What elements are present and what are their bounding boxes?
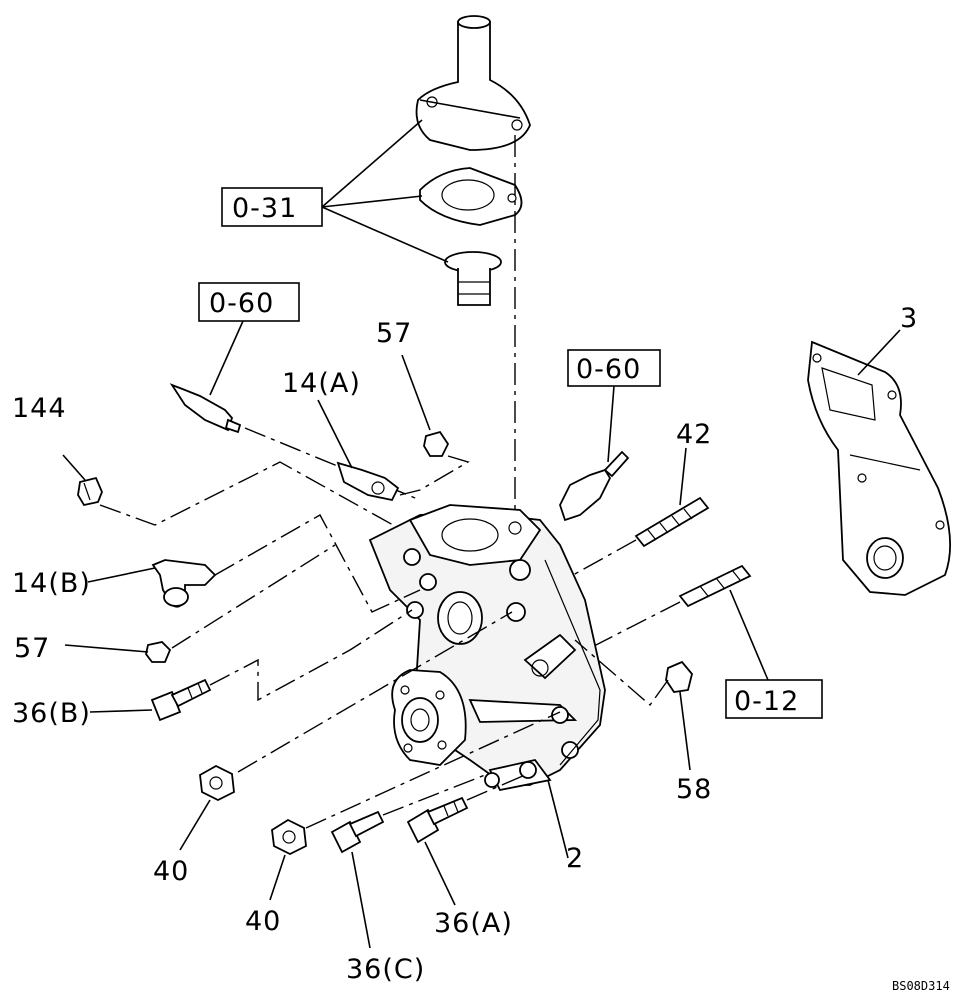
- label-144: 144: [12, 393, 67, 424]
- label-3: 3: [900, 303, 918, 334]
- ref-box-sensor-left: 0-60: [198, 282, 300, 396]
- nut-40-lower: [271, 818, 307, 856]
- label-14b: 14(B): [12, 568, 91, 599]
- bolt-36a: [406, 796, 469, 844]
- plug-58: [665, 660, 693, 693]
- plug-144: [77, 476, 103, 507]
- temperature-sensor-right: [559, 450, 630, 522]
- ref-label-0-60-right: 0-60: [576, 354, 641, 385]
- stud-0-12: [678, 564, 752, 608]
- label-58: 58: [676, 774, 712, 805]
- label-40-upper: 40: [153, 856, 189, 887]
- label-36b: 36(B): [12, 698, 91, 729]
- gasket-3: [807, 340, 952, 596]
- plug-57-left: [145, 641, 172, 663]
- label-36c: 36(C): [346, 954, 425, 985]
- thermostat: [444, 251, 502, 306]
- label-36a: 36(A): [434, 908, 513, 939]
- stud-42: [634, 496, 710, 548]
- plug-57-top: [423, 430, 450, 457]
- label-57-left: 57: [14, 633, 50, 664]
- ref-label-0-60-left: 0-60: [209, 288, 274, 319]
- label-14a: 14(A): [282, 368, 361, 399]
- drawing-code: BS08D314: [892, 979, 950, 993]
- label-57-top: 57: [376, 318, 412, 349]
- label-40-lower: 40: [245, 906, 281, 937]
- nut-40-upper: [199, 764, 235, 802]
- ref-label-0-12: 0-12: [734, 686, 799, 717]
- label-2: 2: [566, 843, 584, 874]
- ref-label-0-31: 0-31: [232, 193, 297, 224]
- label-42: 42: [676, 419, 712, 450]
- temperature-sensor-left: [169, 383, 242, 434]
- ref-box-thermostat: 0-31: [221, 119, 449, 263]
- ref-box-sensor-right: 0-60: [567, 349, 661, 463]
- fitting-14a: [336, 461, 400, 502]
- thermostat-housing: [415, 15, 531, 151]
- elbow-14b: [151, 559, 217, 608]
- bolt-36b: [150, 678, 212, 722]
- pump-flange: [391, 669, 467, 766]
- ref-box-stud: 0-12: [725, 589, 823, 719]
- thermostat-gasket: [419, 167, 523, 226]
- bolt-36c: [330, 810, 385, 854]
